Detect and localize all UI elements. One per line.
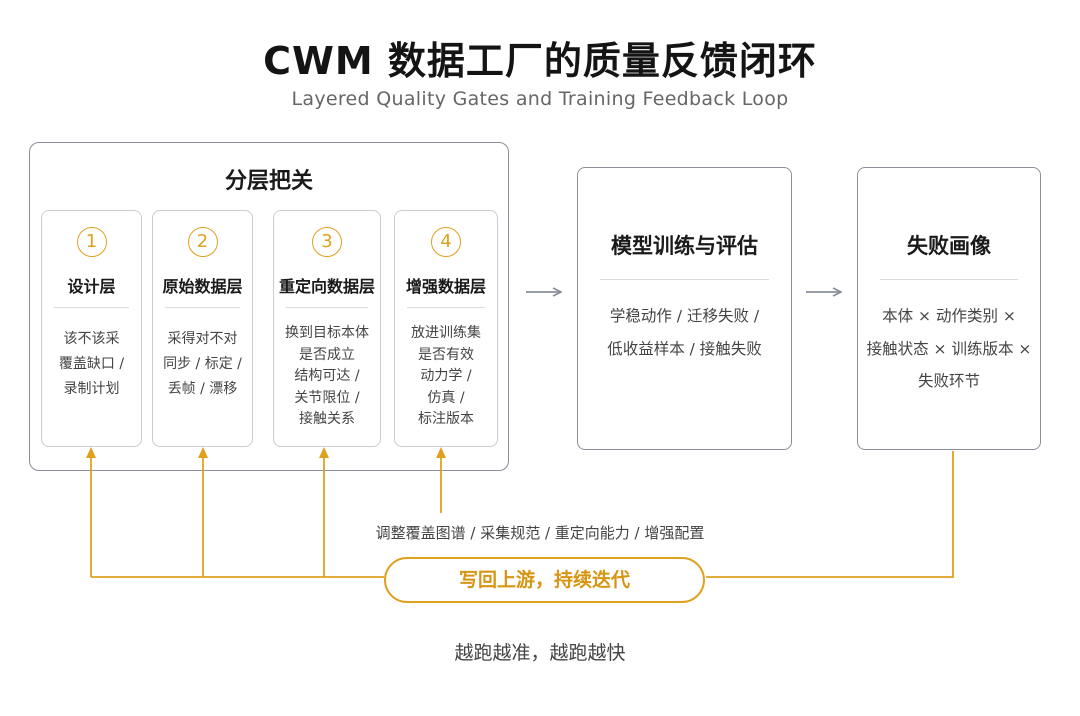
divider: [600, 279, 769, 280]
layer-number: 2: [187, 227, 218, 257]
training-evaluation-box: 模型训练与评估 学稳动作 / 迁移失败 / 低收益样本 / 接触失败: [577, 167, 792, 450]
layer-description: 换到目标本体 是否成立 结构可达 / 关节限位 / 接触关系: [274, 323, 380, 431]
feedback-label: 调整覆盖图谱 / 采集规范 / 重定向能力 / 增强配置: [375, 524, 705, 542]
layer-line: 动力学 /: [420, 368, 472, 385]
box-title: 模型训练与评估: [611, 234, 758, 258]
layer-card-retarget: 3 重定向数据层 换到目标本体 是否成立 结构可达 / 关节限位 / 接触关系: [273, 210, 381, 447]
feedback-line-from-profile: [706, 451, 954, 578]
layer-line: 标注版本: [418, 411, 474, 428]
layer-line: 是否成立: [299, 346, 355, 363]
layer-name: 设计层: [67, 277, 116, 296]
layer-line: 放进训练集: [411, 325, 481, 341]
layer-name: 原始数据层: [162, 277, 243, 296]
divider: [407, 307, 485, 308]
divider: [54, 307, 129, 308]
tagline: 越跑越准，越跑越快: [454, 642, 626, 664]
box-line: 失败环节: [917, 372, 980, 391]
layer-line: 换到目标本体: [285, 325, 369, 341]
layer-name: 增强数据层: [405, 277, 486, 296]
page-title: CWM 数据工厂的质量反馈闭环: [263, 39, 817, 83]
panel-title: 分层把关: [224, 169, 313, 194]
failure-profile-box: 失败画像 本体 × 动作类别 × 接触状态 × 训练版本 × 失败环节: [857, 167, 1041, 450]
page-subtitle: Layered Quality Gates and Training Feedb…: [291, 88, 789, 110]
layer-description: 采得对不对 同步 / 标定 / 丢帧 / 漂移: [153, 327, 252, 402]
box-line: 低收益样本 / 接触失败: [607, 339, 762, 358]
box-description: 本体 × 动作类别 × 接触状态 × 训练版本 × 失败环节: [858, 300, 1040, 398]
box-line: 接触状态 × 训练版本 ×: [866, 339, 1032, 358]
layer-line: 关节限位 /: [294, 389, 360, 406]
layer-line: 覆盖缺口 /: [58, 355, 125, 372]
layer-line: 仿真 /: [427, 389, 465, 406]
layer-line: 采得对不对: [167, 331, 238, 347]
box-description: 学稳动作 / 迁移失败 / 低收益样本 / 接触失败: [578, 300, 791, 365]
layer-number: 1: [76, 227, 107, 257]
box-title: 失败画像: [907, 234, 991, 258]
divider: [880, 279, 1018, 280]
layer-line: 丢帧 / 漂移: [167, 380, 238, 397]
layer-line: 录制计划: [63, 380, 120, 397]
layer-description: 放进训练集 是否有效 动力学 / 仿真 / 标注版本: [395, 323, 497, 431]
divider: [165, 307, 240, 308]
layer-description: 该不该采 覆盖缺口 / 录制计划: [42, 327, 141, 402]
layer-card-design: 1 设计层 该不该采 覆盖缺口 / 录制计划: [41, 210, 142, 447]
layer-number: 3: [312, 227, 342, 257]
divider: [286, 307, 368, 308]
box-line: 学稳动作 / 迁移失败 /: [609, 307, 760, 325]
layer-card-augment: 4 增强数据层 放进训练集 是否有效 动力学 / 仿真 / 标注版本: [394, 210, 498, 447]
layer-line: 该不该采: [63, 331, 120, 347]
layered-gates-panel: 分层把关 1 设计层 该不该采 覆盖缺口 / 录制计划 2 原始数据层 采得对不…: [29, 142, 509, 471]
layer-name: 重定向数据层: [278, 277, 375, 296]
layer-card-raw: 2 原始数据层 采得对不对 同步 / 标定 / 丢帧 / 漂移: [152, 210, 253, 447]
layer-line: 接触关系: [299, 411, 355, 428]
layer-line: 是否有效: [418, 346, 474, 363]
feedback-action-pill: 写回上游，持续迭代: [384, 557, 705, 603]
layer-number: 4: [431, 227, 461, 257]
layer-line: 同步 / 标定 /: [163, 355, 242, 372]
box-line: 本体 × 动作类别 ×: [882, 307, 1016, 325]
layer-line: 结构可达 /: [294, 368, 360, 385]
